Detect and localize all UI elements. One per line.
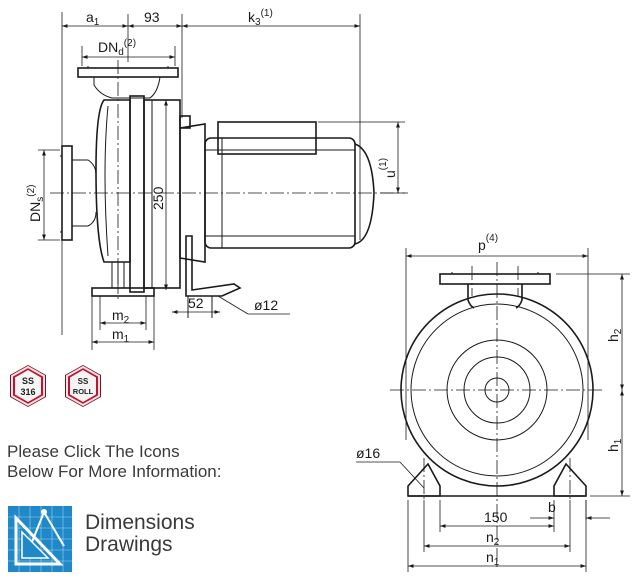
- label-u-note: (1): [378, 158, 389, 170]
- dimensions-label-line1: Dimensions: [85, 511, 195, 534]
- svg-text:k3(1): k3(1): [248, 8, 273, 28]
- dimensions-drawing-icon: [8, 506, 72, 572]
- side-view: a1 93 k3(1) DNd(2) DNs(2) 250 u(1) m2 m1…: [26, 8, 408, 350]
- badge-line1: SS: [22, 376, 34, 386]
- dimensions-label-line2: Drawings: [85, 533, 173, 556]
- label-a1-sub: 1: [94, 17, 100, 28]
- instructions-line1: Please Click The Icons: [7, 442, 180, 461]
- instructions-line2: Below For More Information:: [7, 462, 222, 481]
- instructions-text: Please Click The Icons Below For More In…: [7, 442, 307, 482]
- svg-text:h1: h1: [605, 438, 624, 452]
- ss316-badge[interactable]: SS 316: [8, 364, 48, 408]
- label-dnd: DN: [98, 39, 118, 55]
- badge-line2: 316: [20, 387, 35, 397]
- label-dns-note: (2): [26, 185, 37, 197]
- hexagon-badge-icon: SS 316: [10, 365, 46, 407]
- label-u: u: [382, 170, 398, 178]
- label-250: 250: [150, 186, 166, 210]
- svg-text:m2: m2: [112, 307, 130, 326]
- svg-text:h2: h2: [605, 328, 624, 342]
- label-b: b: [548, 499, 556, 515]
- badge-line2: ROLL: [73, 387, 94, 396]
- label-a1: a: [86, 9, 94, 25]
- svg-text:m1: m1: [112, 326, 130, 345]
- ssroll-badge[interactable]: SS ROLL: [63, 364, 103, 408]
- label-dia16: ø16: [356, 445, 380, 461]
- label-h2-sub: 2: [613, 328, 624, 334]
- svg-text:DNs(2): DNs(2): [26, 185, 46, 222]
- label-n2: n: [486, 529, 494, 545]
- label-dnd-sub: d: [118, 47, 124, 58]
- svg-text:n1: n1: [486, 549, 500, 568]
- label-52: 52: [188, 295, 204, 311]
- svg-text:n2: n2: [486, 529, 500, 548]
- label-p-note: (4): [486, 233, 498, 244]
- label-dnd-note: (2): [124, 38, 136, 49]
- label-dns: DN: [27, 202, 43, 222]
- label-m1-sub: 1: [124, 334, 130, 345]
- label-k3: k: [248, 9, 256, 25]
- label-n1-sub: 1: [494, 557, 500, 568]
- label-dns-sub: s: [35, 197, 46, 202]
- label-m1: m: [112, 326, 124, 342]
- svg-text:DNd(2): DNd(2): [98, 38, 136, 58]
- label-m2-sub: 2: [124, 315, 130, 326]
- label-n2-sub: 2: [494, 537, 500, 548]
- label-p: p: [478, 237, 486, 253]
- label-k3-note: (1): [261, 8, 273, 19]
- label-n1: n: [486, 549, 494, 565]
- label-h1-sub: 1: [613, 438, 624, 444]
- dimensions-drawings-link[interactable]: Dimensions Drawings: [8, 506, 268, 572]
- label-m2: m: [112, 307, 124, 323]
- badge-line1: SS: [78, 377, 89, 386]
- label-h1: h: [605, 444, 621, 452]
- svg-text:u(1): u(1): [378, 158, 398, 178]
- front-view: p(4) h2 h1 ø16 150 b n2 n1: [356, 233, 630, 572]
- hexagon-badge-icon: SS ROLL: [65, 365, 101, 407]
- dimensions-drawings-label: Dimensions Drawings: [85, 512, 195, 556]
- svg-text:a1: a1: [86, 9, 100, 28]
- svg-text:p(4): p(4): [478, 233, 498, 253]
- label-93: 93: [144, 9, 160, 25]
- label-h2: h: [605, 334, 621, 342]
- label-dia12: ø12: [254, 297, 278, 313]
- label-150: 150: [484, 509, 508, 525]
- label-k3-sub: 3: [255, 17, 261, 28]
